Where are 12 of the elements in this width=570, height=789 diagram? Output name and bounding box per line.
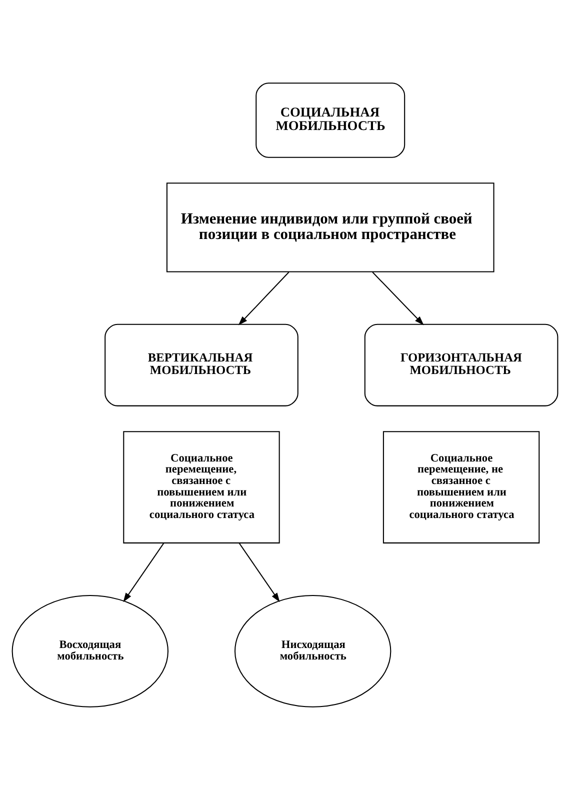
node-box: ВЕРТИКАЛЬНАЯ МОБИЛЬНОСТЬ <box>104 323 298 406</box>
node-ellipse: Восходящая мобильность <box>12 594 168 707</box>
node-box: Социальное перемещение, связанное с повышением или понижением социального статуса <box>123 430 280 543</box>
node-box: Изменение индивидом или группой своей позиции в социальном пространстве <box>166 182 494 272</box>
node-box: СОЦИАЛЬНАЯ МОБИЛЬНОСТЬ <box>256 82 406 158</box>
arrow <box>123 542 164 602</box>
arrow <box>238 271 290 325</box>
node-ellipse: Нисходящая мобильность <box>234 594 392 707</box>
arrow <box>372 271 424 325</box>
node-box: Социальное перемещение, не связанное с повышением или понижением социального статуса <box>382 430 540 543</box>
node-box: ГОРИЗОНТАЛЬНАЯ МОБИЛЬНОСТЬ <box>364 323 558 406</box>
arrow <box>238 542 280 602</box>
